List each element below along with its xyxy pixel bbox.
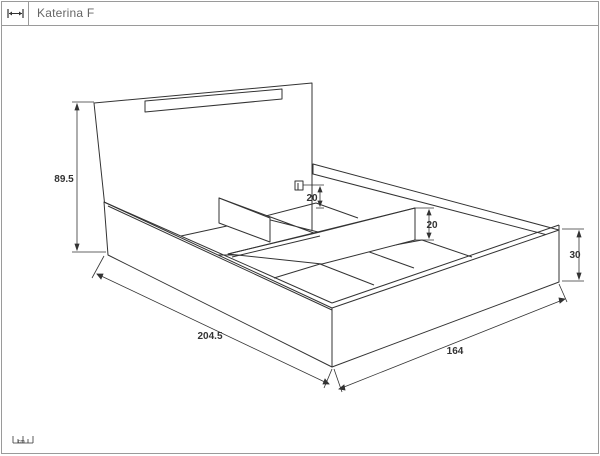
dim-width: 164 <box>447 346 464 357</box>
bed-drawing: 89.5 30 20 20 204.5 164 <box>54 82 584 393</box>
scale-ruler-icon <box>12 436 34 444</box>
scale-unit-label: cm <box>18 439 25 445</box>
dimension-arrow-icon <box>7 9 24 18</box>
dim-side-height: 30 <box>569 250 581 261</box>
dimension-icon-box <box>2 2 29 25</box>
mount-bracket <box>294 180 304 191</box>
header-bar: Katerina F <box>2 2 598 26</box>
inner-floor-mid <box>273 263 375 286</box>
center-divider-panel <box>218 197 271 243</box>
product-title: Katerina F <box>37 6 95 20</box>
side-rail-front <box>331 229 560 368</box>
dim-headboard-height: 89.5 <box>54 174 74 185</box>
dim-divider-a: 20 <box>306 193 318 204</box>
dim-length: 204.5 <box>197 331 222 342</box>
dim-divider-b: 20 <box>426 220 438 231</box>
inner-back-edge <box>180 202 359 237</box>
headboard-handle-slot <box>144 88 283 113</box>
